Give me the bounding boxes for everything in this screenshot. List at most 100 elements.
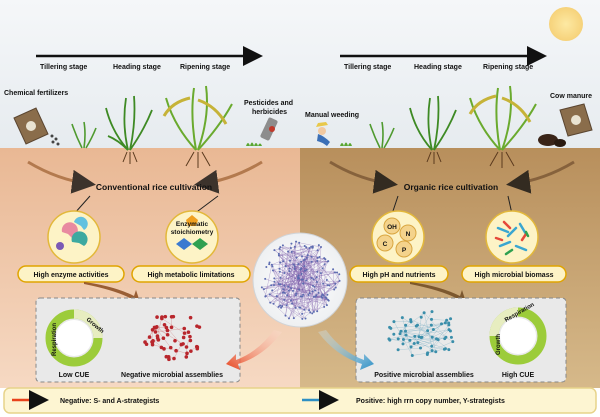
network-node: [442, 347, 446, 351]
network-node: [188, 338, 193, 343]
network-node: [185, 351, 189, 356]
network-node: [320, 295, 323, 298]
network-node: [305, 279, 308, 282]
network-node: [279, 261, 282, 264]
network-node: [303, 269, 306, 272]
network-node: [143, 340, 147, 344]
network-node: [308, 309, 311, 312]
network-node: [268, 293, 271, 296]
network-edge: [273, 284, 313, 292]
rice-plant-ripening-left: [162, 85, 233, 168]
positive-assembly-label: Positive microbial assemblies: [374, 372, 474, 379]
network-node: [317, 244, 320, 247]
network-node: [275, 295, 278, 298]
network-node: [279, 304, 282, 307]
right-stage-heading: Heading stage: [414, 64, 462, 71]
network-node: [273, 249, 276, 252]
network-node: [430, 335, 434, 339]
network-edge: [315, 284, 328, 291]
network-node: [316, 256, 319, 259]
network-edge: [268, 264, 281, 278]
pesticides-label-line2: herbicides: [252, 109, 287, 116]
network-node: [392, 320, 396, 324]
stoichiometry-circle: [165, 210, 219, 264]
network-node: [160, 315, 164, 319]
network-edge: [294, 260, 329, 270]
network-node: [288, 267, 291, 270]
network-node: [304, 317, 307, 320]
network-node: [163, 314, 168, 319]
network-edge: [335, 280, 340, 288]
network-node: [268, 261, 271, 264]
central-network: [260, 240, 341, 320]
network-edge: [295, 277, 317, 296]
network-node: [298, 288, 301, 291]
network-node: [404, 333, 408, 337]
network-node: [387, 337, 391, 341]
pesticides-label-line1: Pesticides and: [244, 100, 293, 107]
network-node: [169, 314, 174, 319]
network-node: [260, 286, 263, 289]
network-edge: [290, 247, 326, 298]
network-node: [301, 255, 304, 258]
network-node: [285, 304, 288, 307]
network-edge: [388, 334, 407, 340]
network-node: [426, 329, 430, 333]
network-node: [327, 260, 330, 263]
network-node: [447, 323, 451, 327]
network-node: [147, 335, 152, 339]
network-node: [417, 335, 421, 339]
network-node: [289, 259, 292, 262]
sky-background: [0, 0, 600, 150]
network-node: [181, 335, 186, 340]
network-node: [409, 320, 413, 324]
left-stage-tillering: Tillering stage: [40, 64, 87, 71]
chemical-fertilizers-label: Chemical fertilizers: [4, 90, 68, 97]
network-node: [287, 317, 290, 320]
network-node: [293, 245, 296, 248]
network-node: [188, 315, 193, 320]
manure-bag-icon: [538, 103, 593, 147]
biomass-label-pill: [461, 265, 567, 283]
network-node: [322, 282, 325, 285]
network-edge: [155, 328, 185, 333]
sun-icon: [549, 7, 583, 41]
network-edge: [286, 271, 290, 306]
right-stage-ripening: Ripening stage: [483, 64, 533, 71]
network-edge: [389, 329, 450, 341]
network-node: [325, 304, 328, 307]
network-node: [388, 325, 392, 329]
network-node: [182, 331, 187, 335]
network-node: [316, 259, 319, 262]
network-node: [287, 285, 290, 288]
network-node: [338, 279, 341, 282]
network-node: [278, 267, 281, 270]
network-node: [300, 260, 303, 263]
network-edge: [334, 272, 340, 282]
low-cue-label: Low CUE: [59, 372, 90, 379]
network-node: [415, 323, 419, 327]
network-edge: [320, 273, 328, 306]
network-edge: [300, 269, 311, 313]
network-node: [431, 327, 435, 331]
network-node: [302, 282, 305, 285]
network-node: [443, 321, 447, 325]
nutrient-oh: OH: [387, 224, 397, 231]
network-edge: [282, 245, 303, 257]
network-node: [184, 355, 189, 359]
network-node: [305, 256, 308, 259]
network-node: [283, 298, 286, 301]
network-edge: [278, 255, 312, 257]
network-node: [310, 255, 313, 258]
network-node: [300, 267, 303, 270]
rice-plant-tillering-left: [71, 121, 97, 149]
network-node: [283, 272, 286, 275]
network-node: [283, 284, 286, 287]
network-edge: [265, 268, 302, 297]
network-node: [182, 326, 187, 331]
network-node: [410, 353, 414, 357]
network-node: [313, 285, 316, 288]
network-edge: [288, 268, 302, 291]
negative-curved-arrow: [226, 330, 282, 370]
network-node: [292, 317, 295, 320]
